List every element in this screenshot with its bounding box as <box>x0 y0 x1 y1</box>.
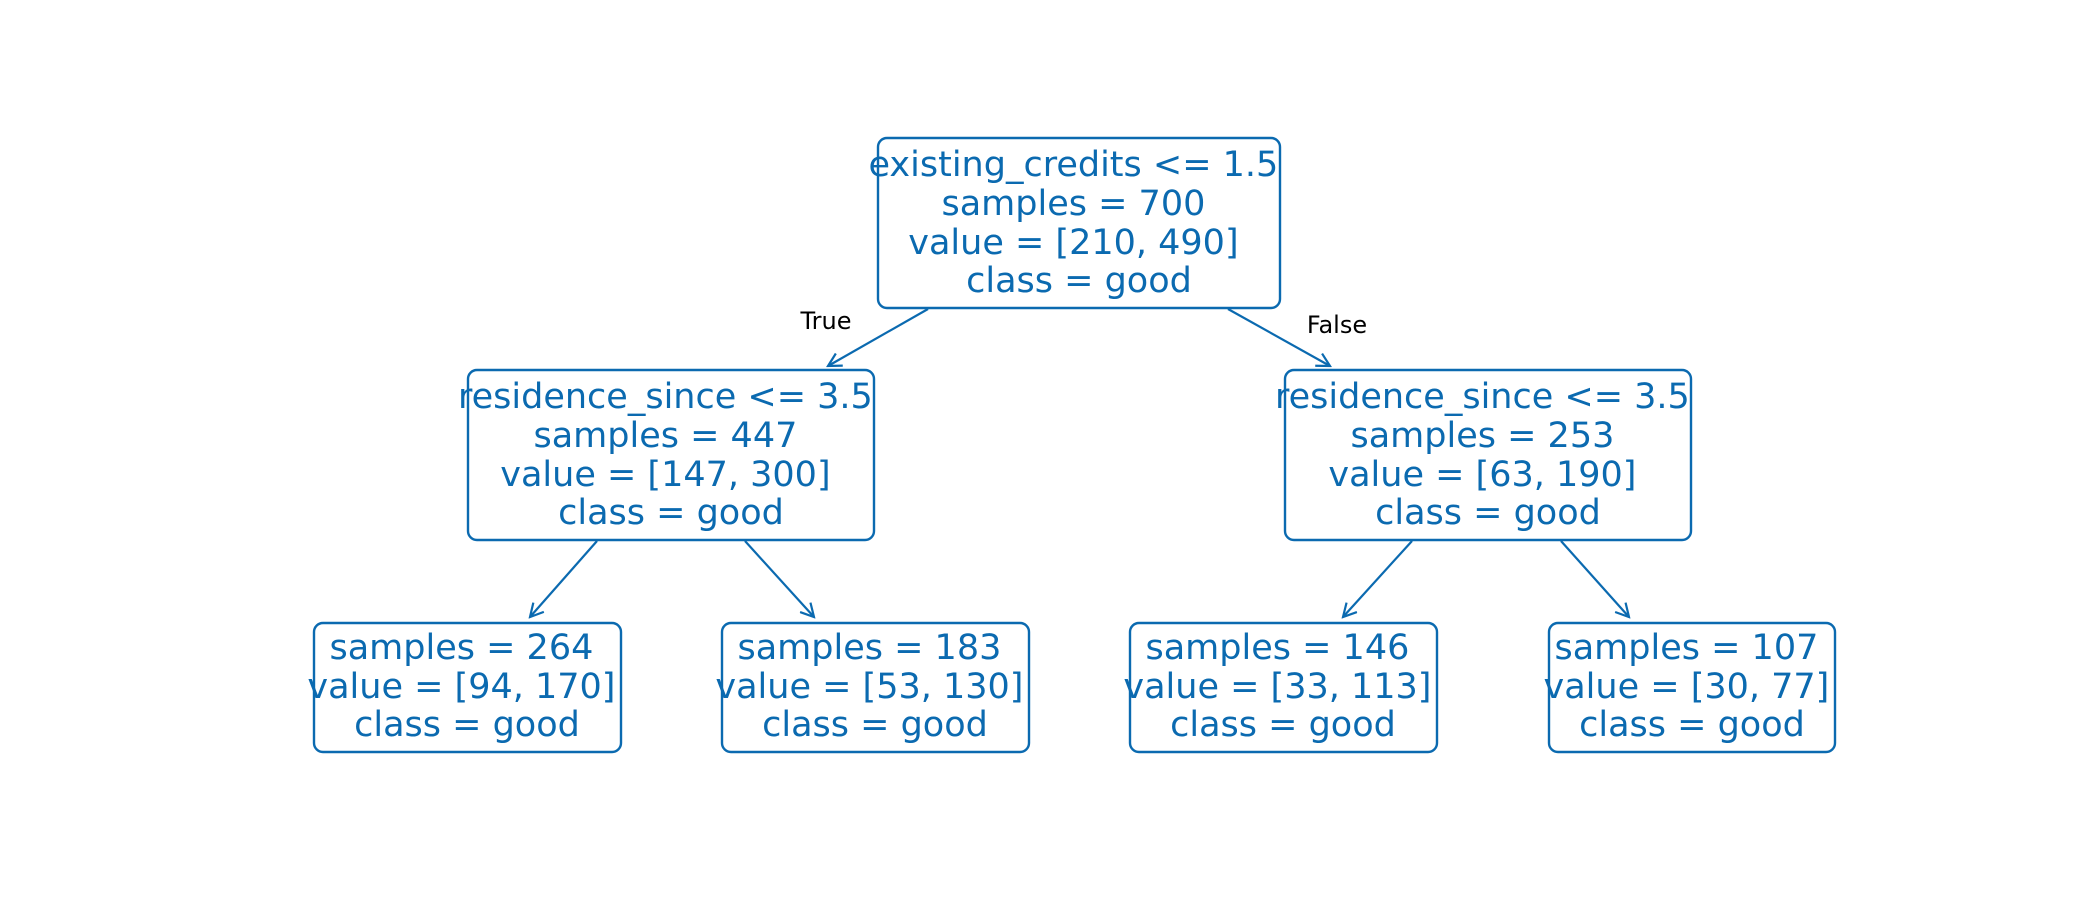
predicted-class: class = good <box>558 493 784 533</box>
samples-count: samples = 146 <box>1145 628 1409 668</box>
split-condition: existing_credits <= 1.5 <box>869 145 1279 185</box>
node-box <box>1128 621 1439 754</box>
node-text: samples = 183 value = [53, 130] class = … <box>715 628 1034 745</box>
tree-node-root: existing_credits <= 1.5 samples = 700 va… <box>869 136 1290 310</box>
node-text: samples = 264 value = [94, 170] class = … <box>307 628 626 745</box>
edge-label-false: False <box>1307 311 1367 339</box>
predicted-class: class = good <box>1170 705 1396 745</box>
samples-count: samples = 264 <box>329 628 593 668</box>
tree-leaf-left-left: samples = 264 value = [94, 170] class = … <box>307 621 626 754</box>
node-box <box>1283 368 1693 542</box>
split-condition: residence_since <= 3.5 <box>1275 377 1690 417</box>
edge-right-to-right-left <box>1343 540 1413 617</box>
predicted-class: class = good <box>762 705 988 745</box>
edge-left-to-left-right <box>744 540 814 617</box>
samples-count: samples = 107 <box>1554 628 1818 668</box>
node-text: residence_since <= 3.5 samples = 447 val… <box>458 377 884 533</box>
samples-count: samples = 700 <box>941 184 1205 224</box>
class-values: value = [147, 300] <box>500 455 830 495</box>
samples-count: samples = 253 <box>1350 416 1614 456</box>
node-text: residence_since <= 3.5 samples = 253 val… <box>1275 377 1701 533</box>
node-box <box>876 136 1282 310</box>
split-condition: residence_since <= 3.5 <box>458 377 873 417</box>
class-values: value = [210, 490] <box>908 223 1238 263</box>
tree-node-right: residence_since <= 3.5 samples = 253 val… <box>1275 368 1701 542</box>
tree-edges <box>530 308 1629 617</box>
class-values: value = [53, 130] <box>715 667 1023 707</box>
node-box <box>1547 621 1837 754</box>
node-text: existing_credits <= 1.5 samples = 700 va… <box>869 145 1290 301</box>
class-values: value = [63, 190] <box>1328 455 1636 495</box>
node-text: samples = 107 value = [30, 77] class = g… <box>1544 628 1841 745</box>
tree-leaf-right-right: samples = 107 value = [30, 77] class = g… <box>1544 621 1841 754</box>
tree-leaf-left-right: samples = 183 value = [53, 130] class = … <box>715 621 1034 754</box>
predicted-class: class = good <box>354 705 580 745</box>
tree-node-left: residence_since <= 3.5 samples = 447 val… <box>458 368 884 542</box>
edge-right-to-right-right <box>1560 540 1629 617</box>
class-values: value = [33, 113] <box>1123 667 1431 707</box>
class-values: value = [30, 77] <box>1544 667 1830 707</box>
node-box <box>720 621 1031 754</box>
predicted-class: class = good <box>966 261 1192 301</box>
node-text: samples = 146 value = [33, 113] class = … <box>1123 628 1442 745</box>
node-box <box>466 368 876 542</box>
edge-label-true: True <box>800 307 852 335</box>
samples-count: samples = 447 <box>533 416 797 456</box>
edge-root-to-left <box>828 308 929 366</box>
tree-leaf-right-left: samples = 146 value = [33, 113] class = … <box>1123 621 1442 754</box>
node-box <box>312 621 623 754</box>
edge-root-to-right <box>1227 308 1330 366</box>
samples-count: samples = 183 <box>737 628 1001 668</box>
edge-left-to-left-left <box>530 540 598 617</box>
class-values: value = [94, 170] <box>307 667 615 707</box>
predicted-class: class = good <box>1579 705 1805 745</box>
predicted-class: class = good <box>1375 493 1601 533</box>
